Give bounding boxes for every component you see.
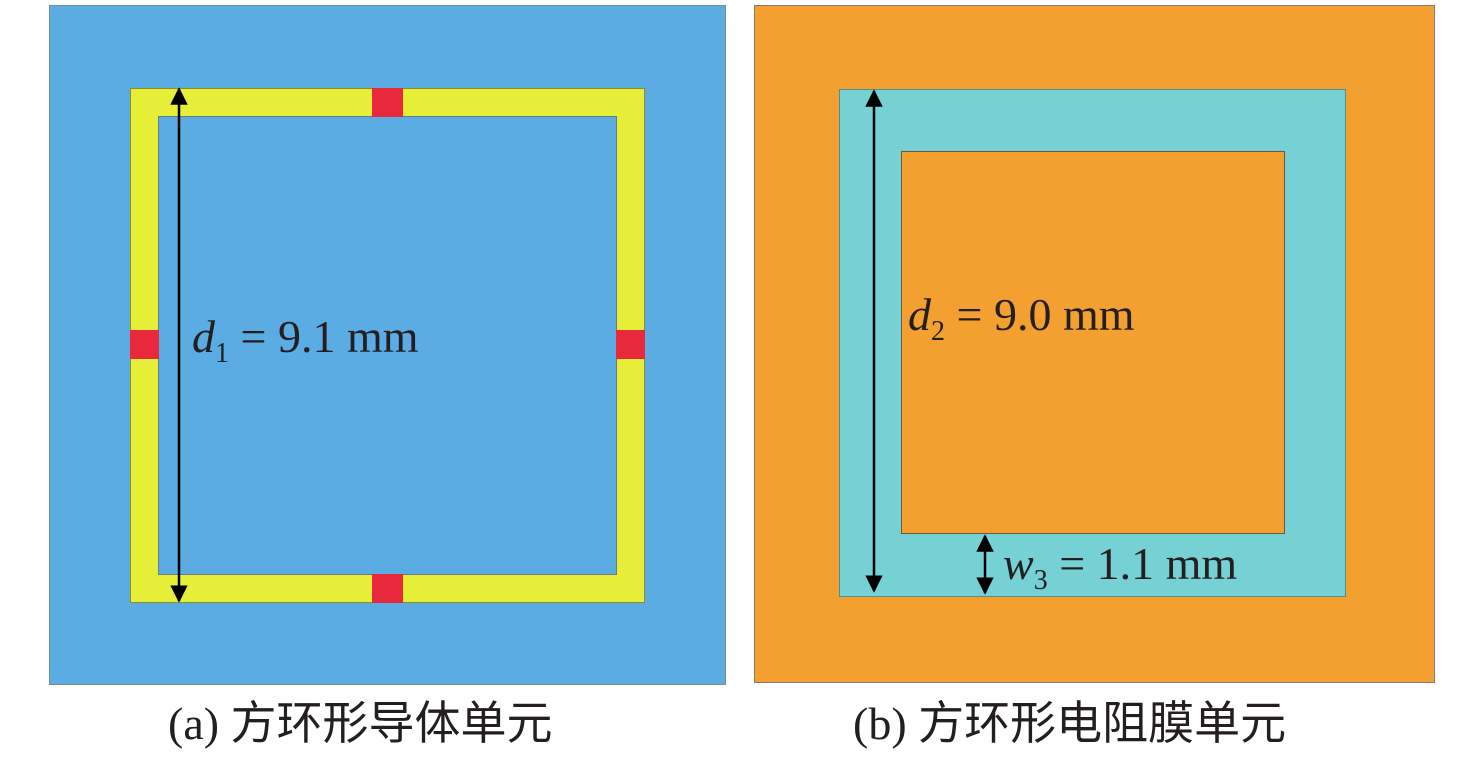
panel-a-conductor-unit	[49, 5, 726, 685]
label-d2-symbol: d	[908, 289, 931, 340]
label-d1-subscript: 1	[215, 338, 229, 369]
label-w3-value: = 1.1 mm	[1059, 538, 1238, 589]
gap-patch-top	[372, 88, 403, 117]
caption-a: (a) 方环形导体单元	[168, 698, 553, 749]
gap-patch-left	[130, 330, 159, 359]
label-d2-value: = 9.0 mm	[956, 289, 1135, 340]
label-d1-value: = 9.1 mm	[240, 311, 419, 362]
label-d2-subscript: 2	[931, 316, 945, 347]
resistive-ring-inner-opening	[901, 151, 1285, 534]
gap-patch-right	[616, 330, 645, 359]
label-w3-symbol: w	[1003, 538, 1034, 589]
caption-b: (b) 方环形电阻膜单元	[853, 698, 1287, 749]
gap-patch-bottom	[372, 574, 403, 603]
label-d2: d2 = 9.0 mm	[908, 289, 1135, 358]
label-w3-subscript: 3	[1033, 565, 1048, 596]
label-d1: d1 = 9.1 mm	[192, 311, 419, 380]
label-w3: w3 = 1.1 mm	[1003, 538, 1237, 607]
label-d1-symbol: d	[192, 311, 215, 362]
